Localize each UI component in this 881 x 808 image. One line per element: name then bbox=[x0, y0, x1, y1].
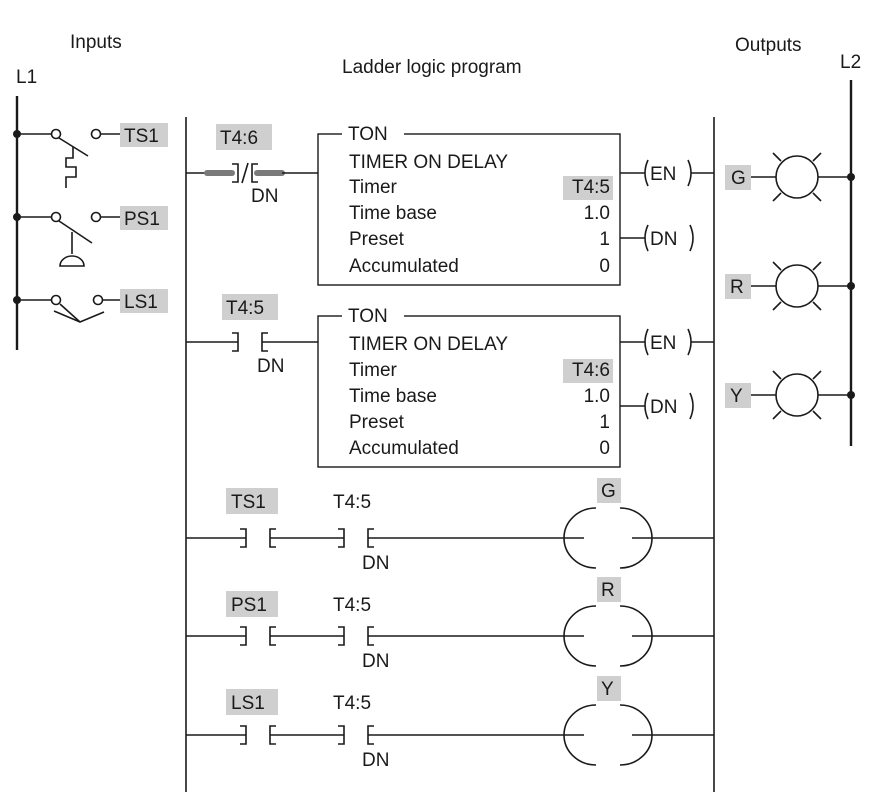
rung4-contact2-bit: DN bbox=[362, 651, 389, 672]
rung2-contact-tag: T4:5 bbox=[226, 298, 264, 319]
outputs-heading: Outputs bbox=[735, 35, 802, 56]
ps1-highlight bbox=[120, 206, 168, 230]
g-lamp-icon bbox=[775, 155, 819, 199]
rung-output-g: TS1 T4:5 DN G bbox=[186, 478, 714, 574]
ts1-highlight bbox=[120, 123, 168, 147]
l2-label: L2 bbox=[840, 52, 861, 73]
rung-timer-2: T4:5 DN TON TIMER ON DELAY Timer T4:6 Ti… bbox=[186, 294, 714, 468]
program-heading: Ladder logic program bbox=[342, 57, 522, 78]
rung5-contact1-highlight bbox=[226, 689, 278, 715]
g-output-label: G bbox=[731, 168, 746, 189]
input-ps1: PS1 bbox=[13, 206, 168, 267]
ton1-row-timebase-label: Time base bbox=[349, 203, 437, 224]
ton1-en: EN bbox=[650, 164, 676, 185]
ton2-type: TON bbox=[348, 306, 388, 327]
input-ts1: TS1 bbox=[13, 123, 168, 188]
y-lamp-icon bbox=[775, 373, 819, 417]
ton2-row-acc-value: 0 bbox=[599, 438, 610, 459]
rung1-contact-tag: T4:6 bbox=[220, 128, 258, 149]
ts1-label: TS1 bbox=[124, 126, 159, 147]
rung4-coil-highlight bbox=[597, 577, 621, 602]
ton-block-1 bbox=[317, 133, 621, 286]
ton2-en: EN bbox=[650, 333, 676, 354]
rung2-contact-bit: DN bbox=[257, 356, 284, 377]
ton2-row-timer-value: T4:6 bbox=[572, 360, 610, 381]
ton1-row-preset-value: 1 bbox=[599, 229, 610, 250]
ps1-label: PS1 bbox=[124, 209, 160, 230]
r-lamp-icon bbox=[775, 264, 819, 308]
ton-block-2 bbox=[317, 315, 621, 468]
ton1-row-timebase-value: 1.0 bbox=[584, 203, 610, 224]
rung4-contact1-highlight bbox=[226, 591, 278, 617]
ton1-row-timer-label: Timer bbox=[349, 177, 398, 198]
ton2-row-preset-label: Preset bbox=[349, 412, 405, 433]
ton1-row-timer-value: T4:5 bbox=[572, 177, 610, 198]
rung2-contact-tag-highlight bbox=[222, 294, 278, 320]
rung1-contact-tag-highlight bbox=[216, 124, 272, 150]
r-output-highlight bbox=[725, 274, 751, 299]
rung5-contact2-tag: T4:5 bbox=[333, 693, 371, 714]
l1-label: L1 bbox=[16, 67, 37, 88]
g-output-highlight bbox=[725, 165, 751, 190]
ton2-row-acc-label: Accumulated bbox=[349, 438, 459, 459]
ton1-row-acc-value: 0 bbox=[599, 256, 610, 277]
ton1-timer-highlight bbox=[563, 176, 613, 200]
rung-output-r: PS1 T4:5 DN R bbox=[186, 577, 714, 672]
rung3-contact2-bit: DN bbox=[362, 553, 389, 574]
ton1-title: TIMER ON DELAY bbox=[349, 152, 508, 173]
output-y: Y bbox=[725, 370, 855, 420]
output-r: R bbox=[725, 261, 855, 311]
inputs-heading: Inputs bbox=[70, 32, 122, 53]
ton2-row-timer-label: Timer bbox=[349, 360, 398, 381]
ton2-title: TIMER ON DELAY bbox=[349, 334, 508, 355]
output-g: G bbox=[725, 152, 855, 202]
y-output-label: Y bbox=[730, 386, 743, 407]
rung-output-y: LS1 T4:5 DN Y bbox=[186, 676, 714, 771]
ton2-dn: DN bbox=[650, 397, 677, 418]
ton2-row-timebase-label: Time base bbox=[349, 386, 437, 407]
ton1-type: TON bbox=[348, 124, 388, 145]
rung5-contact1-tag: LS1 bbox=[231, 693, 265, 714]
rung3-coil-highlight bbox=[597, 478, 621, 503]
rung4-coil-tag: R bbox=[601, 580, 615, 601]
rung5-contact2-bit: DN bbox=[362, 750, 389, 771]
input-ls1: LS1 bbox=[13, 289, 168, 323]
ls1-label: LS1 bbox=[124, 292, 158, 313]
ton2-row-preset-value: 1 bbox=[599, 412, 610, 433]
rung3-coil-tag: G bbox=[601, 481, 616, 502]
ls1-highlight bbox=[120, 289, 168, 313]
rung5-coil-highlight bbox=[597, 676, 621, 701]
ton1-dn: DN bbox=[650, 229, 677, 250]
rung3-contact2-tag: T4:5 bbox=[333, 492, 371, 513]
ton2-row-timebase-value: 1.0 bbox=[584, 386, 610, 407]
ton1-row-preset-label: Preset bbox=[349, 229, 405, 250]
rung1-contact-bit: DN bbox=[251, 186, 278, 207]
ton1-row-acc-label: Accumulated bbox=[349, 256, 459, 277]
ton2-timer-highlight bbox=[563, 359, 613, 383]
rung-timer-1: T4:6 DN TON TIMER ON DELAY Timer T4:5 Ti… bbox=[186, 122, 714, 286]
rung3-contact1-tag: TS1 bbox=[231, 492, 266, 513]
rung4-contact2-tag: T4:5 bbox=[333, 595, 371, 616]
rung4-contact1-tag: PS1 bbox=[231, 595, 267, 616]
rung3-contact1-highlight bbox=[226, 488, 278, 514]
y-output-highlight bbox=[725, 383, 751, 408]
r-output-label: R bbox=[730, 277, 744, 298]
rung5-coil-tag: Y bbox=[601, 679, 614, 700]
